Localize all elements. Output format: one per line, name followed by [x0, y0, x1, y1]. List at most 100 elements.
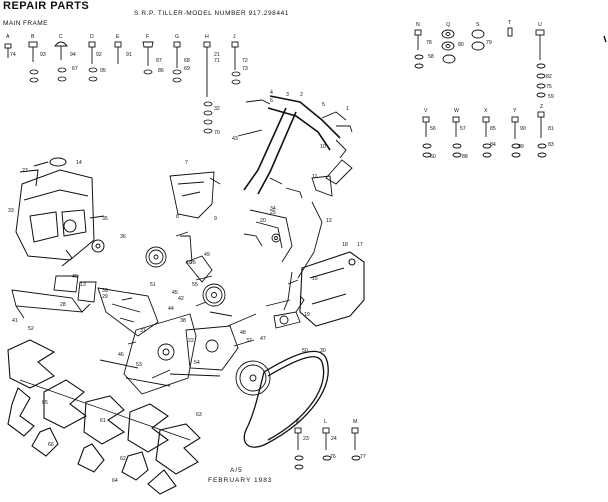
ref-number: 25	[270, 210, 276, 216]
ref-number: 9	[214, 216, 217, 222]
depth-plate	[11, 289, 91, 319]
ref-number: 26	[190, 260, 196, 266]
loose-bolts	[121, 231, 299, 379]
revision-date: FEBRUARY 1983	[208, 477, 273, 484]
ref-number: 48	[240, 330, 246, 336]
ref-number: 27	[22, 168, 28, 174]
ref-number: 68	[184, 58, 190, 64]
drive-belt	[243, 350, 329, 448]
ref-number: 93	[40, 52, 46, 58]
transmission-cover	[169, 171, 221, 219]
ref-number: 53	[136, 362, 142, 368]
shift-linkage	[243, 201, 323, 313]
ref-number: 59	[548, 94, 554, 100]
fastener-group-upper-right	[414, 27, 546, 98]
ref-number: 7	[185, 160, 188, 166]
key-label: U	[538, 22, 542, 28]
key-label: W	[454, 108, 459, 114]
ref-number: 24	[331, 436, 337, 442]
pulleys	[145, 246, 271, 396]
brackets	[97, 235, 257, 395]
ref-number: 22	[188, 338, 194, 344]
ref-number: 5	[322, 102, 325, 108]
ref-number: 65	[42, 400, 48, 406]
ref-number: 21	[214, 52, 220, 58]
ref-number: 57	[460, 126, 466, 132]
ref-number: 89	[518, 144, 524, 150]
ref-number: 85	[490, 126, 496, 132]
ref-number: 6	[270, 98, 273, 104]
ref-number: 1	[346, 106, 349, 112]
key-label: E	[116, 34, 120, 40]
page-number: A/5	[230, 467, 243, 474]
ref-number: 75	[546, 84, 552, 90]
ref-number: 60	[430, 154, 436, 160]
ref-number: 70	[214, 130, 220, 136]
ref-number: 63	[196, 412, 202, 418]
key-label: B	[31, 34, 35, 40]
ref-number: 43	[232, 136, 238, 142]
key-label: Z	[540, 104, 543, 110]
ref-number: 80	[458, 42, 464, 48]
ref-number: 16	[186, 260, 192, 266]
ref-number: 44	[168, 306, 174, 312]
key-label: Y	[513, 108, 517, 114]
ref-number: 30	[320, 348, 326, 354]
key-label: C	[59, 34, 63, 40]
idler-arm	[265, 299, 301, 329]
ref-number: 51	[150, 282, 156, 288]
ref-number: 18	[342, 242, 348, 248]
ref-number: 54	[194, 360, 200, 366]
reference-number-labels: 1 2 3 4 5 6 7 8 9 10 11 12 13 14 15 16 1…	[8, 40, 554, 484]
ref-number: 17	[357, 242, 363, 248]
ref-number: 62	[120, 456, 126, 462]
ref-number: 67	[72, 66, 78, 72]
ref-number: 37	[246, 338, 252, 344]
ref-number: 77	[360, 454, 366, 460]
ref-number: 10	[320, 144, 326, 150]
ref-number: 32	[214, 106, 220, 112]
ref-number: 23	[303, 436, 309, 442]
ref-number: 87	[156, 58, 162, 64]
ref-number: 28	[60, 302, 66, 308]
ref-number: 20	[260, 218, 266, 224]
tines	[7, 339, 201, 495]
fastener-row-top	[4, 41, 239, 97]
ref-number: 13	[80, 282, 86, 288]
ref-number: 41	[12, 318, 18, 324]
ref-number: 72	[242, 58, 248, 64]
ref-number: 81	[548, 126, 554, 132]
ref-number: 49	[204, 252, 210, 258]
key-label: N	[416, 22, 420, 28]
ref-number: 4	[270, 90, 273, 96]
ref-number: 95	[100, 68, 106, 74]
engine-guard	[53, 275, 97, 303]
key-label: Q	[446, 22, 450, 28]
ref-number: 74	[10, 52, 16, 58]
ref-number: 46	[118, 352, 124, 358]
ref-number: 52	[28, 326, 34, 332]
ref-number: 56	[430, 126, 436, 132]
ref-number: 92	[96, 52, 102, 58]
ref-number: 3	[286, 92, 289, 98]
ref-number: 47	[260, 336, 266, 342]
fastener-row-bottom	[294, 427, 361, 470]
handlebar-assembly	[237, 95, 353, 199]
ref-number: 64	[112, 478, 118, 484]
key-label: L	[324, 419, 327, 425]
ref-number: 79	[486, 40, 492, 46]
ref-number: 31	[140, 328, 146, 334]
key-label: V	[424, 108, 428, 114]
ref-number: 83	[548, 142, 554, 148]
model-number: S.R.P. TILLER-MODEL NUMBER 917.298441	[134, 10, 290, 17]
key-label: G	[175, 34, 179, 40]
page-title: REPAIR PARTS	[3, 0, 90, 12]
ref-number: 42	[178, 296, 184, 302]
ref-number: 58	[428, 54, 434, 60]
engine	[15, 157, 105, 267]
ref-number: 78	[426, 40, 432, 46]
ref-number: 38	[180, 318, 186, 324]
ref-number: 2	[300, 92, 303, 98]
ref-number: 33	[8, 208, 14, 214]
